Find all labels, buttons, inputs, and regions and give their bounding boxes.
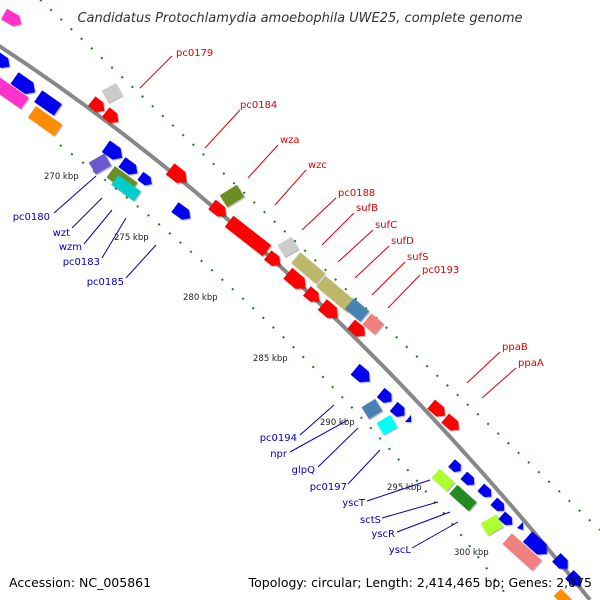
gene-feature[interactable] <box>137 171 154 188</box>
gene-feature[interactable] <box>111 174 141 202</box>
blue-leader-lines <box>53 175 459 549</box>
gene-feature[interactable] <box>277 236 299 258</box>
outer-tick-track <box>39 0 600 531</box>
gene-label[interactable]: yscR <box>371 529 395 540</box>
gene-feature[interactable] <box>1 8 24 29</box>
gene-label[interactable]: pc0185 <box>87 277 124 288</box>
gene-label[interactable]: pc0193 <box>422 265 459 276</box>
red-leader-lines <box>139 55 517 399</box>
gene-feature[interactable] <box>350 363 375 387</box>
gene-feature[interactable] <box>344 298 370 322</box>
gene-feature[interactable] <box>316 275 356 313</box>
gene-feature[interactable] <box>431 468 455 492</box>
gene-feature[interactable] <box>224 215 272 257</box>
gene-feature[interactable] <box>0 76 29 110</box>
tick-label-285: 285 kbp <box>253 354 288 364</box>
gene-label[interactable]: pc0197 <box>310 482 347 493</box>
gene-feature[interactable] <box>219 184 245 208</box>
gene-feature[interactable] <box>389 401 408 420</box>
gene-feature[interactable] <box>118 157 140 178</box>
map-title: Candidatus Protochlamydia amoebophila UW… <box>77 11 522 26</box>
gene-feature[interactable] <box>303 286 323 305</box>
tick-label-270: 270 kbp <box>44 172 79 182</box>
gene-label[interactable]: npr <box>270 449 288 460</box>
gene-feature[interactable] <box>347 319 369 341</box>
gene-label[interactable]: wzt <box>53 228 70 239</box>
gene-label[interactable]: pc0184 <box>240 100 277 111</box>
gene-feature[interactable] <box>565 570 585 590</box>
gene-label[interactable]: wzc <box>308 160 327 171</box>
gene-feature[interactable] <box>517 522 523 530</box>
tick-label-275: 275 kbp <box>114 233 149 243</box>
gene-feature[interactable] <box>27 106 63 136</box>
gene-feature[interactable] <box>552 553 572 573</box>
gene-feature[interactable] <box>102 107 122 126</box>
gene-label[interactable]: ppaA <box>518 358 544 369</box>
tick-label-280: 280 kbp <box>183 293 218 303</box>
gene-feature[interactable] <box>291 252 325 284</box>
gene-feature[interactable] <box>361 398 383 420</box>
gene-feature[interactable] <box>449 484 477 512</box>
gene-feature[interactable] <box>165 163 191 187</box>
gene-feature[interactable] <box>171 202 193 223</box>
tick-label-290: 290 kbp <box>320 418 355 428</box>
gene-feature[interactable] <box>441 413 463 435</box>
tick-label-300: 300 kbp <box>454 548 489 558</box>
gene-feature[interactable] <box>502 533 542 571</box>
gene-feature[interactable] <box>283 267 310 294</box>
gene-label[interactable]: yscT <box>342 498 366 509</box>
gene-feature[interactable] <box>448 459 464 474</box>
inner-tick-track <box>59 144 511 600</box>
gene-feature[interactable] <box>490 497 507 515</box>
gene-label[interactable]: ppaB <box>502 342 528 353</box>
gene-feature[interactable] <box>264 250 284 269</box>
gene-feature[interactable] <box>498 511 515 529</box>
gene-label[interactable]: pc0183 <box>63 257 100 268</box>
gene-label[interactable]: yscL <box>389 545 412 556</box>
forward-genes <box>1 8 463 435</box>
gene-feature[interactable] <box>405 415 411 422</box>
gene-feature[interactable] <box>522 531 552 559</box>
gene-feature[interactable] <box>553 588 573 600</box>
tick-label-295: 295 kbp <box>387 483 422 493</box>
gene-feature[interactable] <box>101 83 123 103</box>
gene-label[interactable]: wzm <box>59 242 82 253</box>
gene-feature[interactable] <box>88 153 112 175</box>
gene-feature[interactable] <box>101 140 126 164</box>
gene-feature[interactable] <box>362 313 384 335</box>
accession-text: Accession: NC_005861 <box>9 575 151 590</box>
red-gene-labels: pc0179 pc0184 wza wzc pc0188 sufB sufC s… <box>176 48 544 369</box>
gene-feature[interactable] <box>477 483 494 501</box>
gene-feature[interactable] <box>460 471 477 489</box>
gene-feature[interactable] <box>480 514 504 536</box>
gene-label[interactable]: sctS <box>360 515 381 526</box>
gene-label[interactable]: pc0188 <box>338 188 375 199</box>
gene-label[interactable]: glpQ <box>292 465 315 476</box>
gene-label[interactable]: pc0194 <box>260 433 297 444</box>
gene-label[interactable]: sufS <box>407 252 428 263</box>
gene-feature[interactable] <box>376 414 398 436</box>
gene-label[interactable]: sufD <box>391 236 414 247</box>
gene-feature[interactable] <box>34 90 62 116</box>
gene-feature[interactable] <box>10 72 40 98</box>
gene-label[interactable]: sufB <box>356 203 378 214</box>
topology-text: Topology: circular; Length: 2,414,465 bp… <box>248 575 592 590</box>
gene-feature[interactable] <box>208 199 230 221</box>
gene-feature[interactable] <box>88 96 108 115</box>
gene-label[interactable]: wza <box>280 135 300 146</box>
gene-feature[interactable] <box>317 299 342 323</box>
reverse-genes <box>0 52 585 600</box>
gene-label[interactable]: sufC <box>375 220 397 231</box>
kbp-tick-labels: 270 kbp 275 kbp 280 kbp 285 kbp 290 kbp … <box>44 172 489 558</box>
gene-feature[interactable] <box>376 387 395 406</box>
gene-label[interactable]: pc0179 <box>176 48 213 59</box>
blue-gene-labels: pc0180 wzt wzm pc0183 pc0185 pc0194 npr … <box>13 212 412 556</box>
gene-feature[interactable] <box>0 52 13 71</box>
gene-label[interactable]: pc0180 <box>13 212 50 223</box>
gene-feature[interactable] <box>427 399 449 421</box>
